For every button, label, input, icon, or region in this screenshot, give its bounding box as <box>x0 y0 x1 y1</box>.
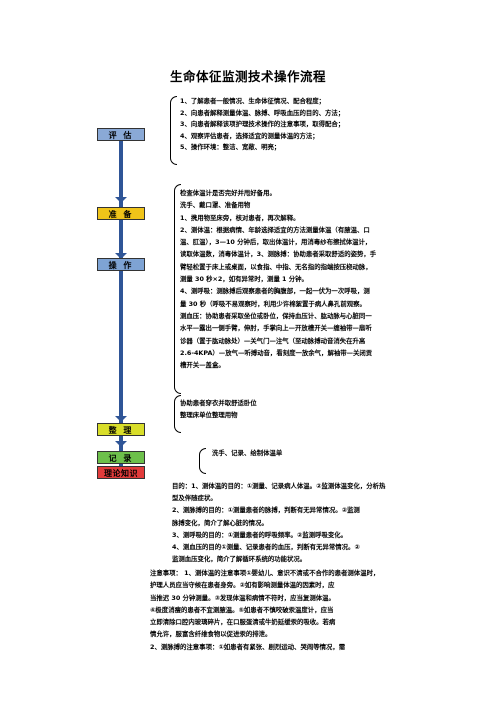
operate-line: 测量 30 秒×2，如有异常时，测量 1 分钟。 <box>180 275 308 284</box>
assess-text: 1、了解患者一般情况、生命体征情况、配合程度； 2、向患者解释测量体温、脉搏、呼… <box>180 96 344 154</box>
operate-line: 4、测呼吸：测脉搏后观察患者的胸腹部，一起一伏为一次呼吸，测 <box>180 287 370 296</box>
purpose-line: 3、测呼吸的目的：①测量患者的呼吸频率。②监测呼吸变化。 <box>172 530 348 539</box>
notes-line: 护理人员应当守候在患者身旁。②如有影响测量体温的因素时，应 <box>150 581 335 590</box>
flow-arrow-icon <box>115 416 127 422</box>
operate-line: 臂轻松置于床上或桌面，以食指、中指、无名指的指端按压桡动脉， <box>180 262 372 271</box>
organize-line: 整理床单位整理用物 <box>180 410 238 419</box>
notes-line: 当推迟 30 分钟测量。③发现体温和病情不符时，应当复测体温。 <box>150 593 335 602</box>
operate-line: 温、肛温），3—10 分钟后，取出体温计，用消毒纱布擦拭体温计， <box>180 238 372 247</box>
stage-operate: 操 作 <box>97 258 145 271</box>
brace-record <box>199 448 206 474</box>
notes-text: 注意事项： 1、测体温的注意事项①婴幼儿、意识不清或不合作的患者测体温时， 护理… <box>150 567 379 653</box>
operate-line: 1、携用物至床旁，核对患者，再次解释。 <box>180 213 300 222</box>
notes-line: ④极度消瘦的患者不宜测腋温。⑤如患者不慎咬破汞温度计，应当 <box>150 605 334 614</box>
notes-line: 2、测脉搏的注意事项：①如患者有紧张、剧烈运动、哭闹等情况，需 <box>150 642 346 651</box>
operate-line: 2.6-4KPA）—放气—听搏动音，看刻度一放余气，解袖带—关闭贡 <box>180 348 373 357</box>
record-text: 洗手、记录、绘制体温单 <box>212 449 283 457</box>
stage-record: 记 录 <box>97 451 145 464</box>
operate-line: 洗手、戴口罩、准备用物 <box>180 201 251 210</box>
stage-prepare: 准 备 <box>97 207 145 220</box>
purpose-text: 目的：1、测体温的目的：①测量、记录病人体温。②监测体温变化，分析热 型及伴随症… <box>172 480 385 565</box>
purpose-line: 2、测脉搏的目的：①测量患者的脉搏，判断有无异常情况。②监测 <box>172 506 360 515</box>
purpose-line: 监测血压变化，简介了解循环系统的功能状况。 <box>172 555 307 564</box>
notes-line: 立即清除口腔内玻璃碎片，在口服蛋清或牛奶延缓汞的吸收。若病 <box>150 618 336 627</box>
stage-organize: 整 理 <box>97 423 145 436</box>
stage-assess: 评 估 <box>97 128 145 141</box>
brace-assess <box>170 96 177 165</box>
organize-line: 协助患者穿衣并取舒适卧位 <box>180 399 257 407</box>
assess-line: 1、了解患者一般情况、生命体征情况、配合程度； <box>180 97 326 105</box>
purpose-line: 4、测血压的目的①测量、记录患者的血压，判断有无异常情况。② <box>172 543 360 552</box>
operate-line: 诊器（置于肱动脉处）—关气门—注气（至动脉搏动音消失在升高 <box>180 336 366 345</box>
notes-line: 注意事项： 1、测体温的注意事项①婴幼儿、意识不清或不合作的患者测体温时， <box>150 569 380 577</box>
purpose-line: 目的：1、测体温的目的：①测量、记录病人体温。②监测体温变化，分析热 <box>172 482 386 490</box>
flow-arrow-icon <box>115 253 127 259</box>
assess-line: 2、向患者解释测量体温、脉搏、呼吸血压的目的、方法； <box>180 108 345 117</box>
purpose-line: 脉搏变化，简介了解心脏的情况。 <box>172 518 268 527</box>
operate-line: 2、测体温：根据病情、年龄选择适宜的方法测量体温（有腋温、口 <box>180 225 370 234</box>
flow-arrow-icon <box>115 197 127 203</box>
purpose-line: 型及伴随症状。 <box>172 494 217 503</box>
assess-line: 5、操作环境：整洁、宽敞、明亮； <box>180 143 281 152</box>
operate-line: 读取体温数，消毒体温计，3、测脉搏：协助患者采取舒适的姿势，手 <box>180 250 377 259</box>
flow-line <box>119 138 123 468</box>
operate-line: 槽开关—盖盒。 <box>180 361 225 370</box>
operate-text: 检查体温计是否完好并甩好备用。 洗手、戴口罩、准备用物 1、携用物至床旁，核对患… <box>180 187 376 371</box>
stage-theory: 理论知识 <box>97 466 145 479</box>
notes-line: 情允许，服富含纤维食物以促进汞的排泄。 <box>150 630 272 639</box>
operate-line: 检查体温计是否完好并甩好备用。 <box>180 189 276 197</box>
assess-line: 3、向患者解释该项护理技术操作的注意事项，取得配合； <box>180 120 345 129</box>
flow-arrow-icon <box>115 441 127 447</box>
organize-text: 协助患者穿衣并取舒适卧位 整理床单位整理用物 <box>180 398 257 421</box>
operate-line: 量 30 秒（呼吸不易观察时，利用少许棉絮置于病人鼻孔前观察。 <box>180 299 366 308</box>
brace-operate <box>174 184 181 394</box>
operate-line: 水平—露出一侧手臂，伸肘，手掌向上—开放槽开关—缠袖带—扇听 <box>180 324 372 333</box>
assess-line: 4、观察评估患者，选择适宜的测量体温的方法； <box>180 131 319 140</box>
brace-organize <box>174 395 181 433</box>
operate-line: 测血压：协助患者采取坐位或卧位，保持血压计、肱动脉与心脏同一 <box>180 311 372 320</box>
document-title: 生命体征监测技术操作流程 <box>169 69 326 84</box>
